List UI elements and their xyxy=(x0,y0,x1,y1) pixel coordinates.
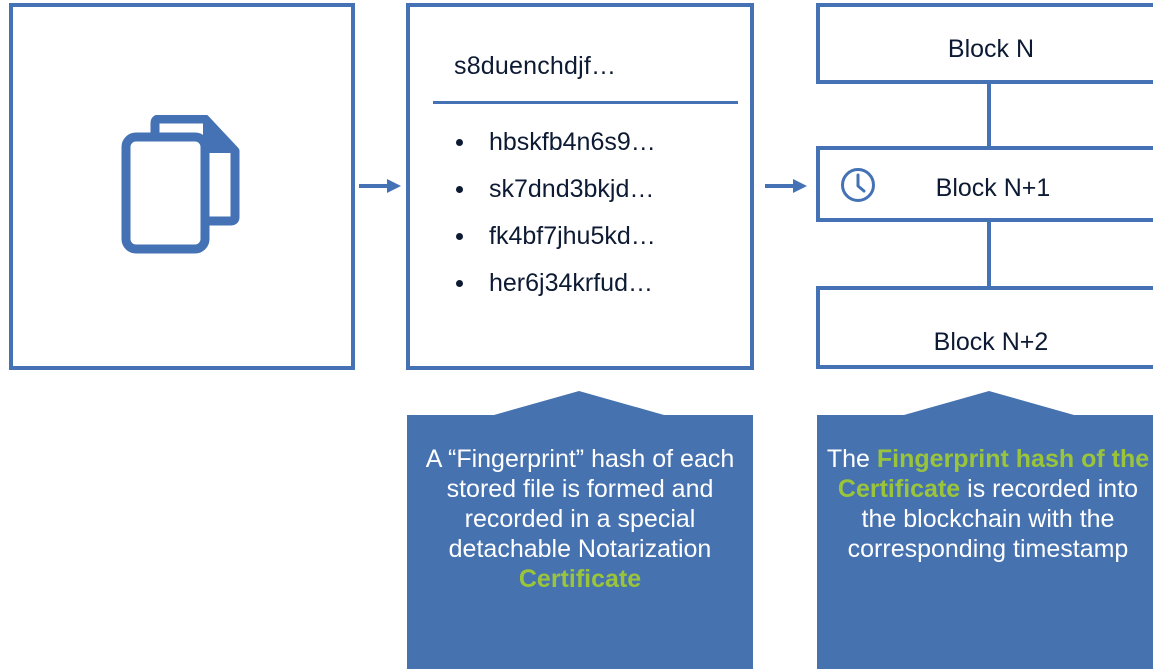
callout-highlight: Certificate xyxy=(518,565,642,593)
callout-pointer xyxy=(904,391,1074,415)
callout-text: is recorded into the blockchain with the… xyxy=(847,475,1139,563)
file-hash-item: sk7dnd3bkjd… xyxy=(410,166,656,213)
block-label: Block N+1 xyxy=(935,174,1051,202)
block-label: Block N+2 xyxy=(933,328,1049,356)
callout-highlight: Fingerprint hash of the Certificate xyxy=(837,445,1150,503)
file-hash-item: hbskfb4n6s9… xyxy=(410,119,656,166)
arrow-right-icon xyxy=(359,179,401,193)
chain-link xyxy=(987,222,991,286)
file-hash-item: fk4bf7jhu5kd… xyxy=(410,213,656,260)
chain-link xyxy=(987,84,991,146)
divider xyxy=(433,101,738,104)
arrow-right-icon xyxy=(765,179,807,193)
file-panel xyxy=(9,3,355,370)
root-hash: s8duenchdjf… xyxy=(454,52,617,80)
file-hash-item: her6j34krfud… xyxy=(410,260,656,307)
callout-blockchain-record: The Fingerprint hash of the Certificate … xyxy=(817,415,1153,669)
file-hash-list: hbskfb4n6s9… sk7dnd3bkjd… fk4bf7jhu5kd… … xyxy=(410,128,656,329)
callout-text: A “Fingerprint” hash of each stored file… xyxy=(425,445,735,563)
block-n: Block N xyxy=(816,3,1153,84)
copy-files-icon xyxy=(121,115,240,254)
clock-icon xyxy=(841,168,875,202)
hash-panel: s8duenchdjf… hbskfb4n6s9… sk7dnd3bkjd… f… xyxy=(406,3,754,370)
callout-fingerprint-hash: A “Fingerprint” hash of each stored file… xyxy=(407,415,753,669)
callout-text: The xyxy=(826,445,870,473)
block-label: Block N xyxy=(947,35,1035,63)
callout-pointer xyxy=(494,391,664,415)
block-n-plus-2: Block N+2 xyxy=(816,286,1153,369)
